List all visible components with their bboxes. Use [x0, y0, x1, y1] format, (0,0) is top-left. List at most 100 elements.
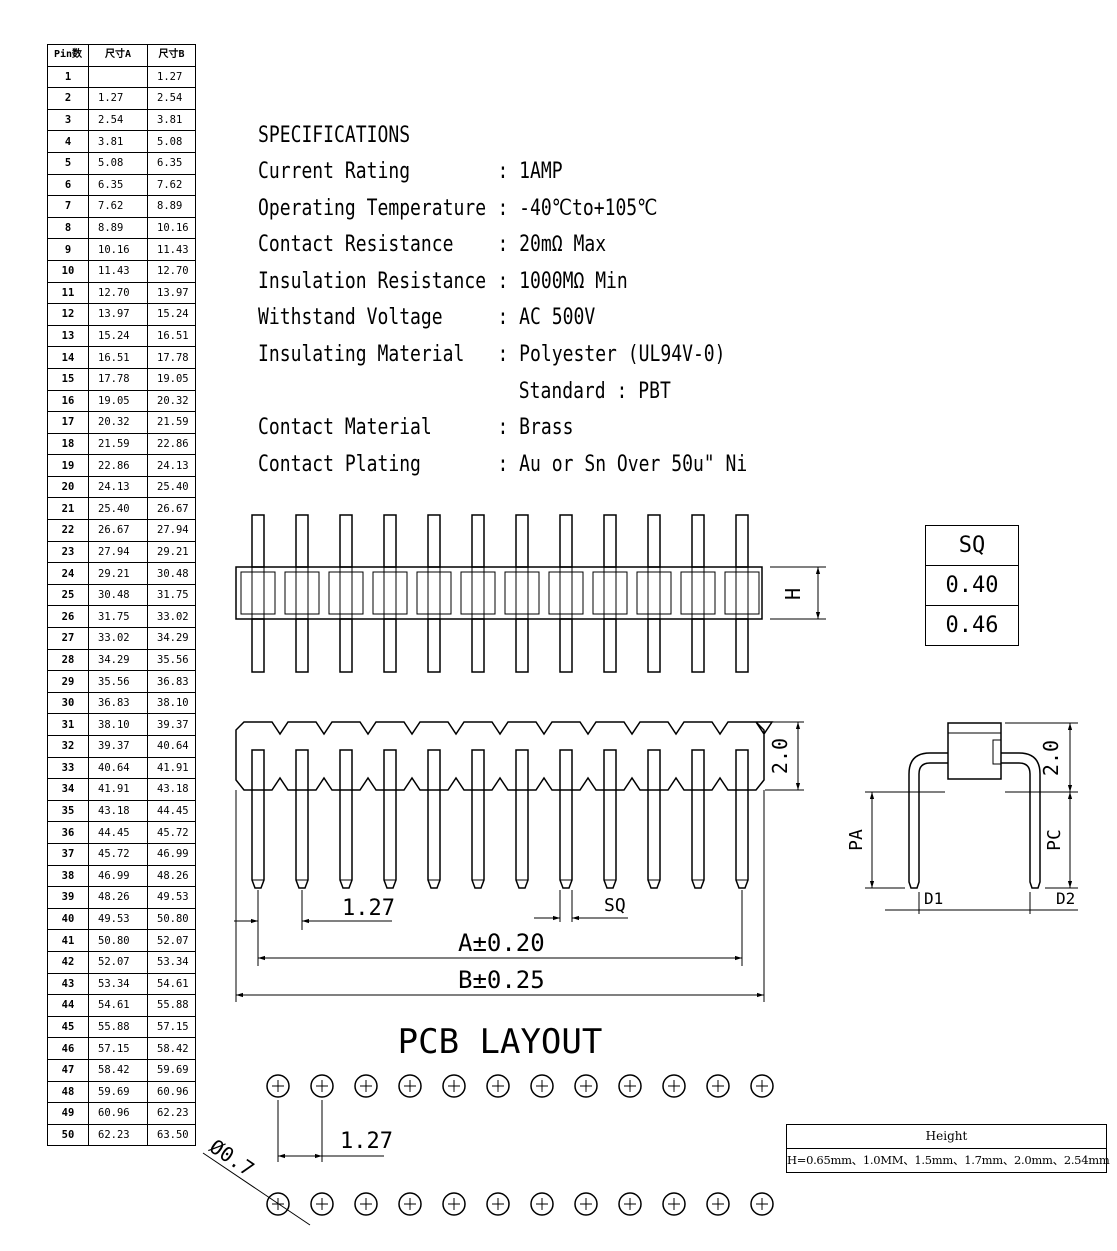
- pcb-hole: [266, 1074, 290, 1098]
- spec-row: Standard : PBT: [258, 374, 671, 411]
- pcb-pitch-label: 1.27: [340, 1129, 393, 1154]
- pcb-hole: [530, 1074, 554, 1098]
- front-view-housing: [235, 721, 774, 791]
- dimension-b-cell: 49.53: [147, 886, 196, 909]
- h-label: H: [781, 588, 805, 600]
- dimension-b-cell: 10.16: [147, 216, 196, 240]
- dimension-a-cell: 1.27: [88, 87, 148, 110]
- pin-bottom: [339, 618, 353, 673]
- dimension-b-cell: 29.21: [147, 540, 196, 564]
- pcb-hole: [662, 1192, 686, 1216]
- pin-top: [383, 514, 397, 568]
- dimension-b-cell: 21.59: [147, 411, 196, 434]
- pin-count-cell: 15: [47, 367, 89, 391]
- pin-count-cell: 40: [47, 907, 89, 931]
- hole-diameter-leader: [202, 1152, 311, 1226]
- height-2-label: 2.0: [768, 738, 792, 774]
- pin-bottom: [427, 618, 441, 673]
- dimension-b-cell: 62.23: [147, 1102, 196, 1125]
- dimension-a-cell: 60.96: [88, 1102, 148, 1125]
- pcb-hole: [442, 1192, 466, 1216]
- pin-top: [427, 514, 441, 568]
- dimension-a-cell: 39.37: [88, 735, 148, 758]
- pitch-label: 1.27: [342, 896, 395, 921]
- pin-count-cell: 35: [47, 799, 89, 823]
- pcb-hole: [354, 1074, 378, 1098]
- specifications-title: SPECIFICATIONS: [258, 123, 411, 148]
- spec-value: : 1000MΩ Min: [497, 268, 628, 294]
- spec-key: Insulating Material: [258, 341, 465, 367]
- pcb-hole: [618, 1074, 642, 1098]
- pin-square: [504, 571, 540, 615]
- pcb-hole: [310, 1192, 334, 1216]
- dimension-b-cell: 2.54: [147, 87, 196, 110]
- pcb-holes: [266, 1074, 774, 1216]
- dimension-a-cell: 11.43: [88, 259, 148, 283]
- spec-row: Current Rating: 1AMP: [258, 154, 668, 191]
- spec-key: Operating Temperature: [258, 195, 487, 221]
- side-view: 2.0 PC PA D1 D2: [846, 722, 1078, 914]
- pin-top: [735, 514, 749, 568]
- dimension-a-cell: 27.94: [88, 540, 148, 564]
- spec-row: Insulating Material: Polyester (UL94V-0): [258, 337, 726, 374]
- spec-row: Contact Material: Brass: [258, 410, 668, 447]
- pin-top: [647, 514, 661, 568]
- front-pin: [251, 749, 265, 889]
- dimension-b-cell: 5.08: [147, 130, 196, 153]
- front-pin: [691, 749, 705, 889]
- dimension-b-cell: 16.51: [147, 324, 196, 348]
- spec-key: Insulation Resistance: [258, 268, 487, 294]
- b-label: B±0.25: [458, 966, 545, 994]
- pin-top: [339, 514, 353, 568]
- pin-top: [251, 514, 265, 568]
- pcb-hole: [618, 1192, 642, 1216]
- dimension-a-cell: 3.81: [88, 130, 148, 153]
- front-pin: [647, 749, 661, 889]
- dimension-b-cell: 43.18: [147, 778, 196, 801]
- pin-bottom: [735, 618, 749, 673]
- pcb-hole: [442, 1074, 466, 1098]
- spec-key: Current Rating: [258, 159, 411, 184]
- pcb-hole: [574, 1192, 598, 1216]
- dimension-a-cell: 55.88: [88, 1015, 148, 1039]
- dimension-b-cell: 7.62: [147, 173, 196, 197]
- dimension-b-cell: 52.07: [147, 929, 196, 952]
- front-pin: [603, 749, 617, 889]
- pin-top: [559, 514, 573, 568]
- front-pin: [295, 749, 309, 889]
- pin-bottom: [295, 618, 309, 673]
- pin-count-cell: 25: [47, 583, 89, 607]
- front-pin: [471, 749, 485, 889]
- dimension-b-cell: 35.56: [147, 648, 196, 672]
- spec-key: Contact Resistance: [258, 232, 454, 258]
- front-pin: [339, 749, 353, 889]
- dimension-b-cell: 48.26: [147, 864, 196, 888]
- pcb-layout: PCB LAYOUT 1.27 Ø0.7: [202, 1022, 774, 1226]
- pin-bottom: [515, 618, 529, 673]
- dimension-b-cell: 27.94: [147, 519, 196, 542]
- sq-table: SQ 0.40 0.46: [925, 525, 1019, 646]
- d1-label: D1: [924, 889, 943, 908]
- dimension-b-cell: 38.10: [147, 691, 196, 715]
